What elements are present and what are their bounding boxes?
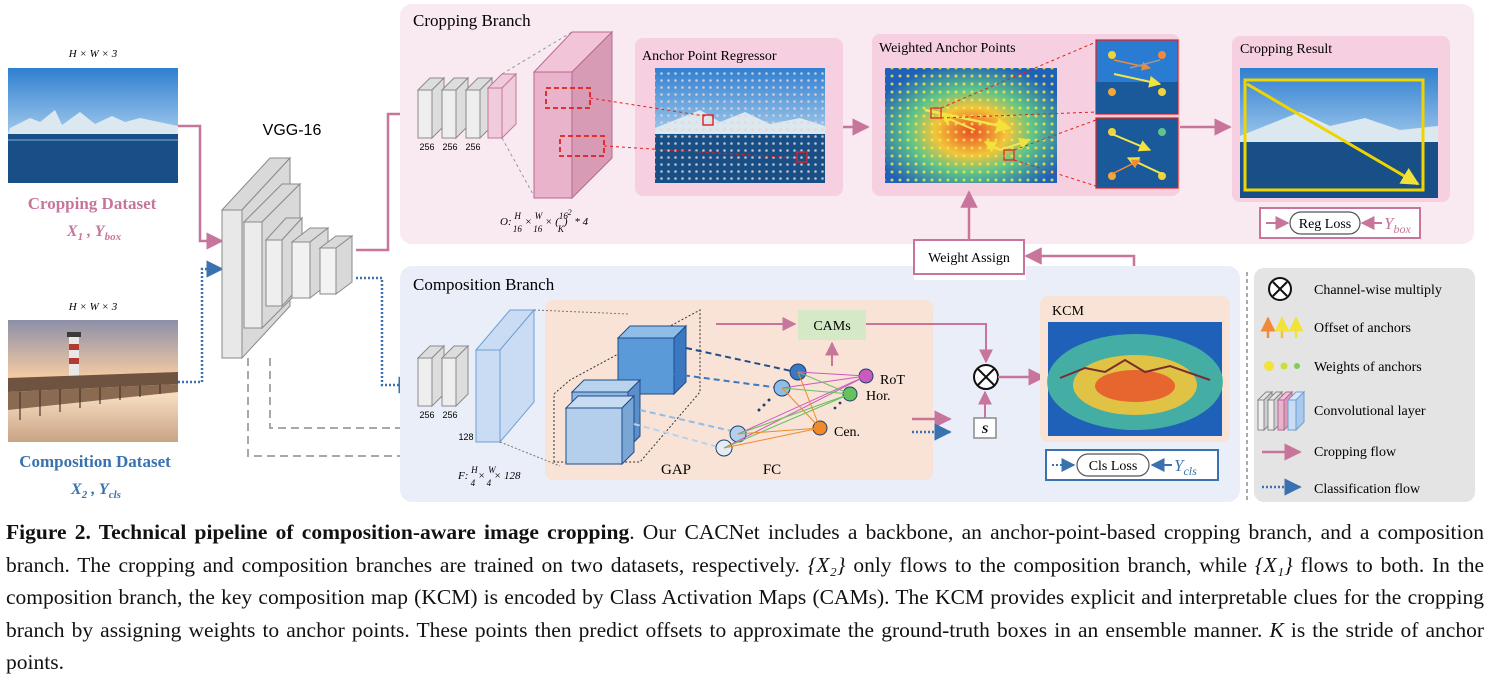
- cams-box: [798, 310, 866, 340]
- legend-item-offset: Offset of anchors: [1314, 321, 1411, 336]
- vgg16-label: VGG-16: [263, 122, 322, 139]
- map-link-2: [603, 145, 799, 159]
- legend-item-cropping-flow: Cropping flow: [1314, 445, 1397, 460]
- hor-label: Hor.: [866, 389, 891, 404]
- weighted-anchor-title: Weighted Anchor Points: [879, 41, 1016, 56]
- cropping-dataset-vars: X1 , Ybox: [66, 223, 122, 243]
- crop-ch-1: 256: [419, 142, 434, 152]
- fc-connections: [723, 371, 867, 449]
- figure-caption: Figure 2. Technical pipeline of composit…: [6, 516, 1484, 679]
- legend-item-conv: Convolutional layer: [1314, 404, 1426, 419]
- legend-item-weights: Weights of anchors: [1314, 360, 1422, 375]
- kcm-title: KCM: [1052, 304, 1084, 319]
- crop-ch-2: 256: [442, 142, 457, 152]
- fc-label: FC: [763, 462, 781, 478]
- map-link-1: [589, 97, 706, 117]
- cams-label: CAMs: [813, 319, 850, 334]
- crop-conv-layers: [416, 72, 518, 140]
- weight-assign-label-overlay: Weight Assign: [928, 251, 1010, 266]
- caption-set-x2: {X₂}: [807, 552, 846, 577]
- s-label: S: [982, 422, 989, 436]
- legend-item-classification-flow: Classification flow: [1314, 482, 1421, 497]
- legend-panel: [1254, 268, 1475, 502]
- cropping-dataset-label: Cropping Dataset: [28, 194, 157, 213]
- crop-input-dim: H × W × 3: [68, 48, 118, 60]
- comp-ch-2: 256: [442, 410, 457, 420]
- cropping-result-image: [1240, 68, 1438, 198]
- inset-link-3: [1013, 119, 1097, 151]
- comp-ch-128: 128: [458, 432, 473, 442]
- caption-text-4: is the stride of anchor points.: [6, 617, 1485, 675]
- cropping-result-title: Cropping Result: [1240, 42, 1332, 57]
- channel-multiply-icon: [973, 364, 999, 390]
- caption-text-1: . Our CACNet includes a backbone, an anc…: [6, 520, 1484, 577]
- cls-loss-label: Cls Loss: [1089, 459, 1138, 474]
- vgg16-backbone: [220, 156, 354, 360]
- cropping-input-image: [8, 68, 178, 183]
- caption-k-var: K: [1269, 617, 1284, 642]
- crop-ch-3: 256: [465, 142, 480, 152]
- rot-label: RoT: [880, 373, 905, 388]
- composition-dataset-vars: X2 , Ycls: [70, 481, 121, 501]
- comp-input-arrow: [178, 260, 224, 384]
- cen-label: Cen.: [834, 425, 860, 440]
- pipeline-diagram: H × W × 3 Cropping Dataset X1 , Ybox H ×…: [8, 4, 1475, 502]
- gap-to-fc-lines: [633, 347, 797, 449]
- composition-input-image: [8, 320, 178, 442]
- anchor-regressor-title: Anchor Point Regressor: [642, 49, 777, 64]
- anchor-regressor-image: [655, 68, 825, 183]
- composition-dataset-label: Composition Dataset: [19, 452, 171, 471]
- zoom-inset-top: [1095, 39, 1179, 115]
- cropping-branch-title: Cropping Branch: [413, 11, 531, 30]
- reg-loss-label: Reg Loss: [1299, 217, 1352, 232]
- gap-label: GAP: [661, 462, 691, 478]
- inset-link-1: [940, 41, 1097, 109]
- reg-loss-pill: [1289, 211, 1361, 235]
- zoom-inset-bottom: [1095, 117, 1179, 189]
- crop-output-volume: [501, 30, 614, 200]
- caption-lead: Figure 2. Technical pipeline of composit…: [6, 520, 630, 544]
- cams-to-multiply-arrow: [866, 323, 993, 364]
- caption-text-2: only flows to the composition branch, wh…: [845, 552, 1255, 577]
- weight-assign-box-overlay: [913, 239, 1025, 275]
- y-box-label: Ybox: [1384, 214, 1411, 236]
- cam-feature-cubes: [553, 309, 701, 466]
- backbone-to-comp-arrow: [356, 276, 416, 394]
- crop-input-arrow: [178, 124, 224, 250]
- comp-ch-1: 256: [419, 410, 434, 420]
- cls-loss-pill: [1076, 453, 1150, 477]
- legend-conv-icon: [1256, 390, 1306, 432]
- composition-branch-title: Composition Branch: [413, 275, 555, 294]
- legend-multiply-icon: [1268, 277, 1292, 301]
- caption-set-x1: {X₁}: [1254, 552, 1293, 577]
- comp-conv-layers: [416, 308, 536, 444]
- legend-weights-icon: [1264, 361, 1300, 371]
- caption-text-3: flows to both. In the composition branch…: [6, 552, 1484, 642]
- weighted-anchor-image: [885, 68, 1057, 183]
- inset-link-4: [1013, 159, 1097, 187]
- kcm-heatmap-image: [1047, 322, 1223, 436]
- comp-input-dim: H × W × 3: [68, 301, 118, 313]
- legend-item-multiply: Channel-wise multiply: [1314, 283, 1442, 298]
- legend-offset-icon: [1260, 316, 1304, 338]
- y-cls-label: Ycls: [1174, 456, 1197, 478]
- inset-link-2: [940, 111, 1097, 119]
